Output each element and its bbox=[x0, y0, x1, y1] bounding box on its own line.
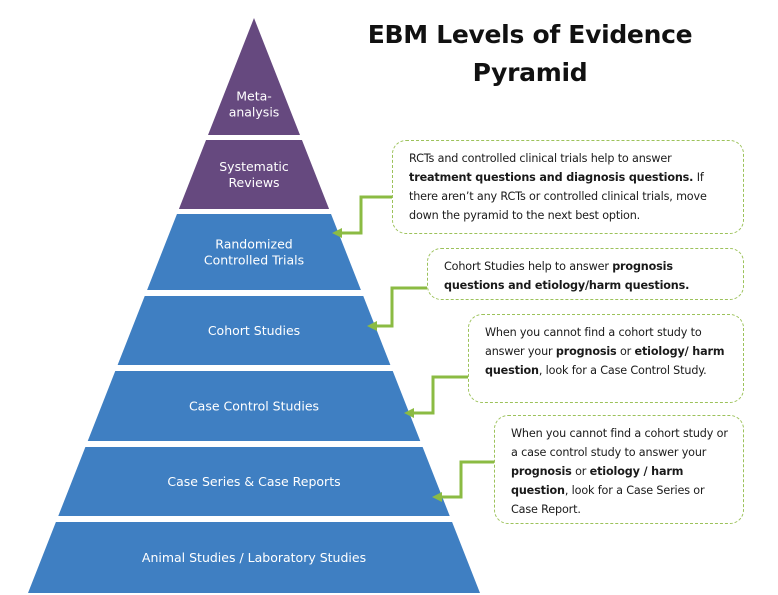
callout-case-series: When you cannot find a cohort study or a… bbox=[494, 415, 744, 524]
connector-cohort-arrowhead-icon bbox=[367, 321, 377, 331]
callout-case-control: When you cannot find a cohort study to a… bbox=[468, 314, 744, 403]
diagram-title: EBM Levels of Evidence Pyramid bbox=[360, 16, 700, 92]
tier-systematic-reviews bbox=[178, 140, 330, 209]
callout-cohort: Cohort Studies help to answer prognosis … bbox=[427, 248, 744, 300]
tier-randomized-controlled-trials-label: Controlled Trials bbox=[204, 253, 304, 268]
tier-meta-analysis-label: analysis bbox=[229, 105, 280, 120]
tier-systematic-reviews-label: Systematic bbox=[219, 159, 289, 174]
callout-text: or bbox=[616, 345, 635, 358]
tier-animal-laboratory-studies-label: Animal Studies / Laboratory Studies bbox=[142, 550, 366, 565]
callout-text: When you cannot find a cohort study to a… bbox=[485, 326, 702, 358]
title-line-2: Pyramid bbox=[472, 58, 588, 87]
tier-case-series-case-reports-label: Case Series & Case Reports bbox=[167, 474, 340, 489]
tier-randomized-controlled-trials bbox=[147, 214, 361, 290]
callout-text: If there aren’t any RCTs or controlled c… bbox=[409, 171, 707, 222]
callout-text: , look for a Case Series or Case Report. bbox=[511, 484, 705, 516]
connector-case-series bbox=[436, 460, 494, 499]
tier-randomized-controlled-trials-label: Randomized bbox=[215, 237, 292, 252]
tier-case-control-studies-label: Case Control Studies bbox=[189, 399, 319, 414]
tier-meta-analysis-label: Meta- bbox=[236, 89, 272, 104]
callout-rct: RCTs and controlled clinical trials help… bbox=[392, 140, 744, 234]
connector-arrows bbox=[332, 195, 494, 502]
pyramid-tiers: Meta-analysisSystematicReviewsRandomized… bbox=[28, 18, 480, 593]
callout-text: or bbox=[571, 465, 590, 478]
tier-cohort-studies bbox=[117, 296, 391, 365]
tier-animal-laboratory-studies bbox=[28, 522, 480, 593]
callout-bold-text: etiology / harm question bbox=[511, 465, 684, 497]
callout-bold-text: etiology/ harm question bbox=[485, 345, 725, 377]
connector-case-control-arrowhead-icon bbox=[404, 408, 414, 418]
connector-cohort bbox=[371, 286, 427, 328]
callout-bold-text: treatment questions and diagnosis questi… bbox=[409, 171, 694, 184]
title-line-1: EBM Levels of Evidence bbox=[367, 20, 693, 49]
callout-bold-text: prognosis bbox=[555, 345, 617, 358]
tier-meta-analysis bbox=[208, 18, 300, 135]
connector-case-series-arrowhead-icon bbox=[432, 492, 442, 502]
callout-text: Cohort Studies help to answer bbox=[444, 260, 613, 273]
callout-bold-text: prognosis bbox=[511, 465, 572, 478]
tier-cohort-studies-label: Cohort Studies bbox=[208, 323, 300, 338]
tier-systematic-reviews-label: Reviews bbox=[228, 175, 279, 190]
callout-bold-text: prognosis questions and etiology/harm qu… bbox=[444, 260, 690, 292]
connector-rct bbox=[336, 195, 392, 235]
tier-case-control-studies bbox=[87, 371, 421, 441]
callout-text: , look for a Case Control Study. bbox=[538, 364, 707, 377]
connector-case-control bbox=[408, 375, 468, 415]
tier-case-series-case-reports bbox=[58, 447, 450, 516]
callout-text: When you cannot find a cohort study or a… bbox=[511, 427, 728, 459]
connector-rct-arrowhead-icon bbox=[332, 228, 342, 238]
callout-text: RCTs and controlled clinical trials help… bbox=[409, 152, 672, 165]
